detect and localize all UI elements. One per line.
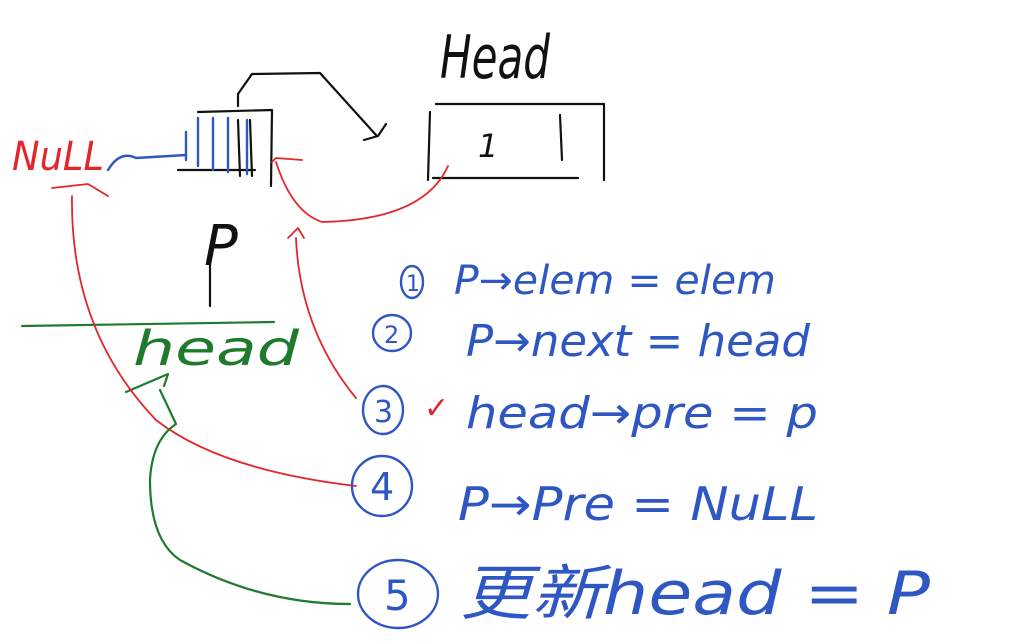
- step-1-circle: [399, 264, 425, 300]
- step-2-number: 2: [384, 321, 399, 349]
- step-5-number: 5: [384, 571, 411, 620]
- step-1-number: 1: [406, 272, 420, 297]
- step3-arrowhead: [287, 227, 305, 239]
- step5-to-head-curve: [148, 388, 352, 606]
- step-3-check: ✓: [424, 391, 449, 426]
- green-divider-line: [20, 320, 276, 328]
- step-3-number: 3: [374, 395, 393, 430]
- step-1: 1 P→elem = elem: [399, 258, 776, 304]
- next-pointer-arrow: [236, 71, 388, 142]
- step-5-text: 更新head = P: [460, 559, 931, 629]
- step-5: 5 更新head = P: [356, 558, 931, 630]
- green-arrowhead: [124, 372, 170, 394]
- step-4-number: 4: [370, 465, 394, 509]
- steps-list: 1 P→elem = elem 2 P→next = head 3 ✓ head…: [350, 258, 931, 630]
- new-node-box: [176, 108, 274, 188]
- head-pre-to-p-curve: [275, 161, 449, 223]
- head-node-value: 1: [478, 127, 498, 165]
- step4-to-null-curve: [71, 195, 357, 487]
- head-pre-arrowhead: [271, 157, 303, 163]
- pre-to-null-line: [106, 153, 188, 172]
- step-1-text: P→elem = elem: [454, 258, 776, 304]
- p-pointer-label: P: [204, 214, 238, 308]
- step-2: 2 P→next = head: [371, 313, 811, 367]
- step-4: 4 P→Pre = NuLL: [350, 454, 818, 531]
- step3-to-node-curve: [295, 237, 357, 399]
- head-green-label: head: [133, 321, 300, 377]
- step-3-text: head→pre = p: [466, 388, 818, 439]
- head-node-box: 1: [426, 102, 606, 182]
- step-3: 3 ✓ head→pre = p: [361, 384, 818, 439]
- step-3-circle: [361, 384, 405, 436]
- step-4-text: P→Pre = NuLL: [458, 477, 818, 531]
- step4-arrowhead: [51, 183, 109, 197]
- step-5-circle: [356, 558, 440, 630]
- head-top-label: Head: [440, 23, 551, 93]
- step-4-circle: [350, 454, 414, 518]
- null-label: NuLL: [12, 134, 104, 180]
- step-2-text: P→next = head: [466, 316, 811, 367]
- step-2-circle: [371, 313, 413, 353]
